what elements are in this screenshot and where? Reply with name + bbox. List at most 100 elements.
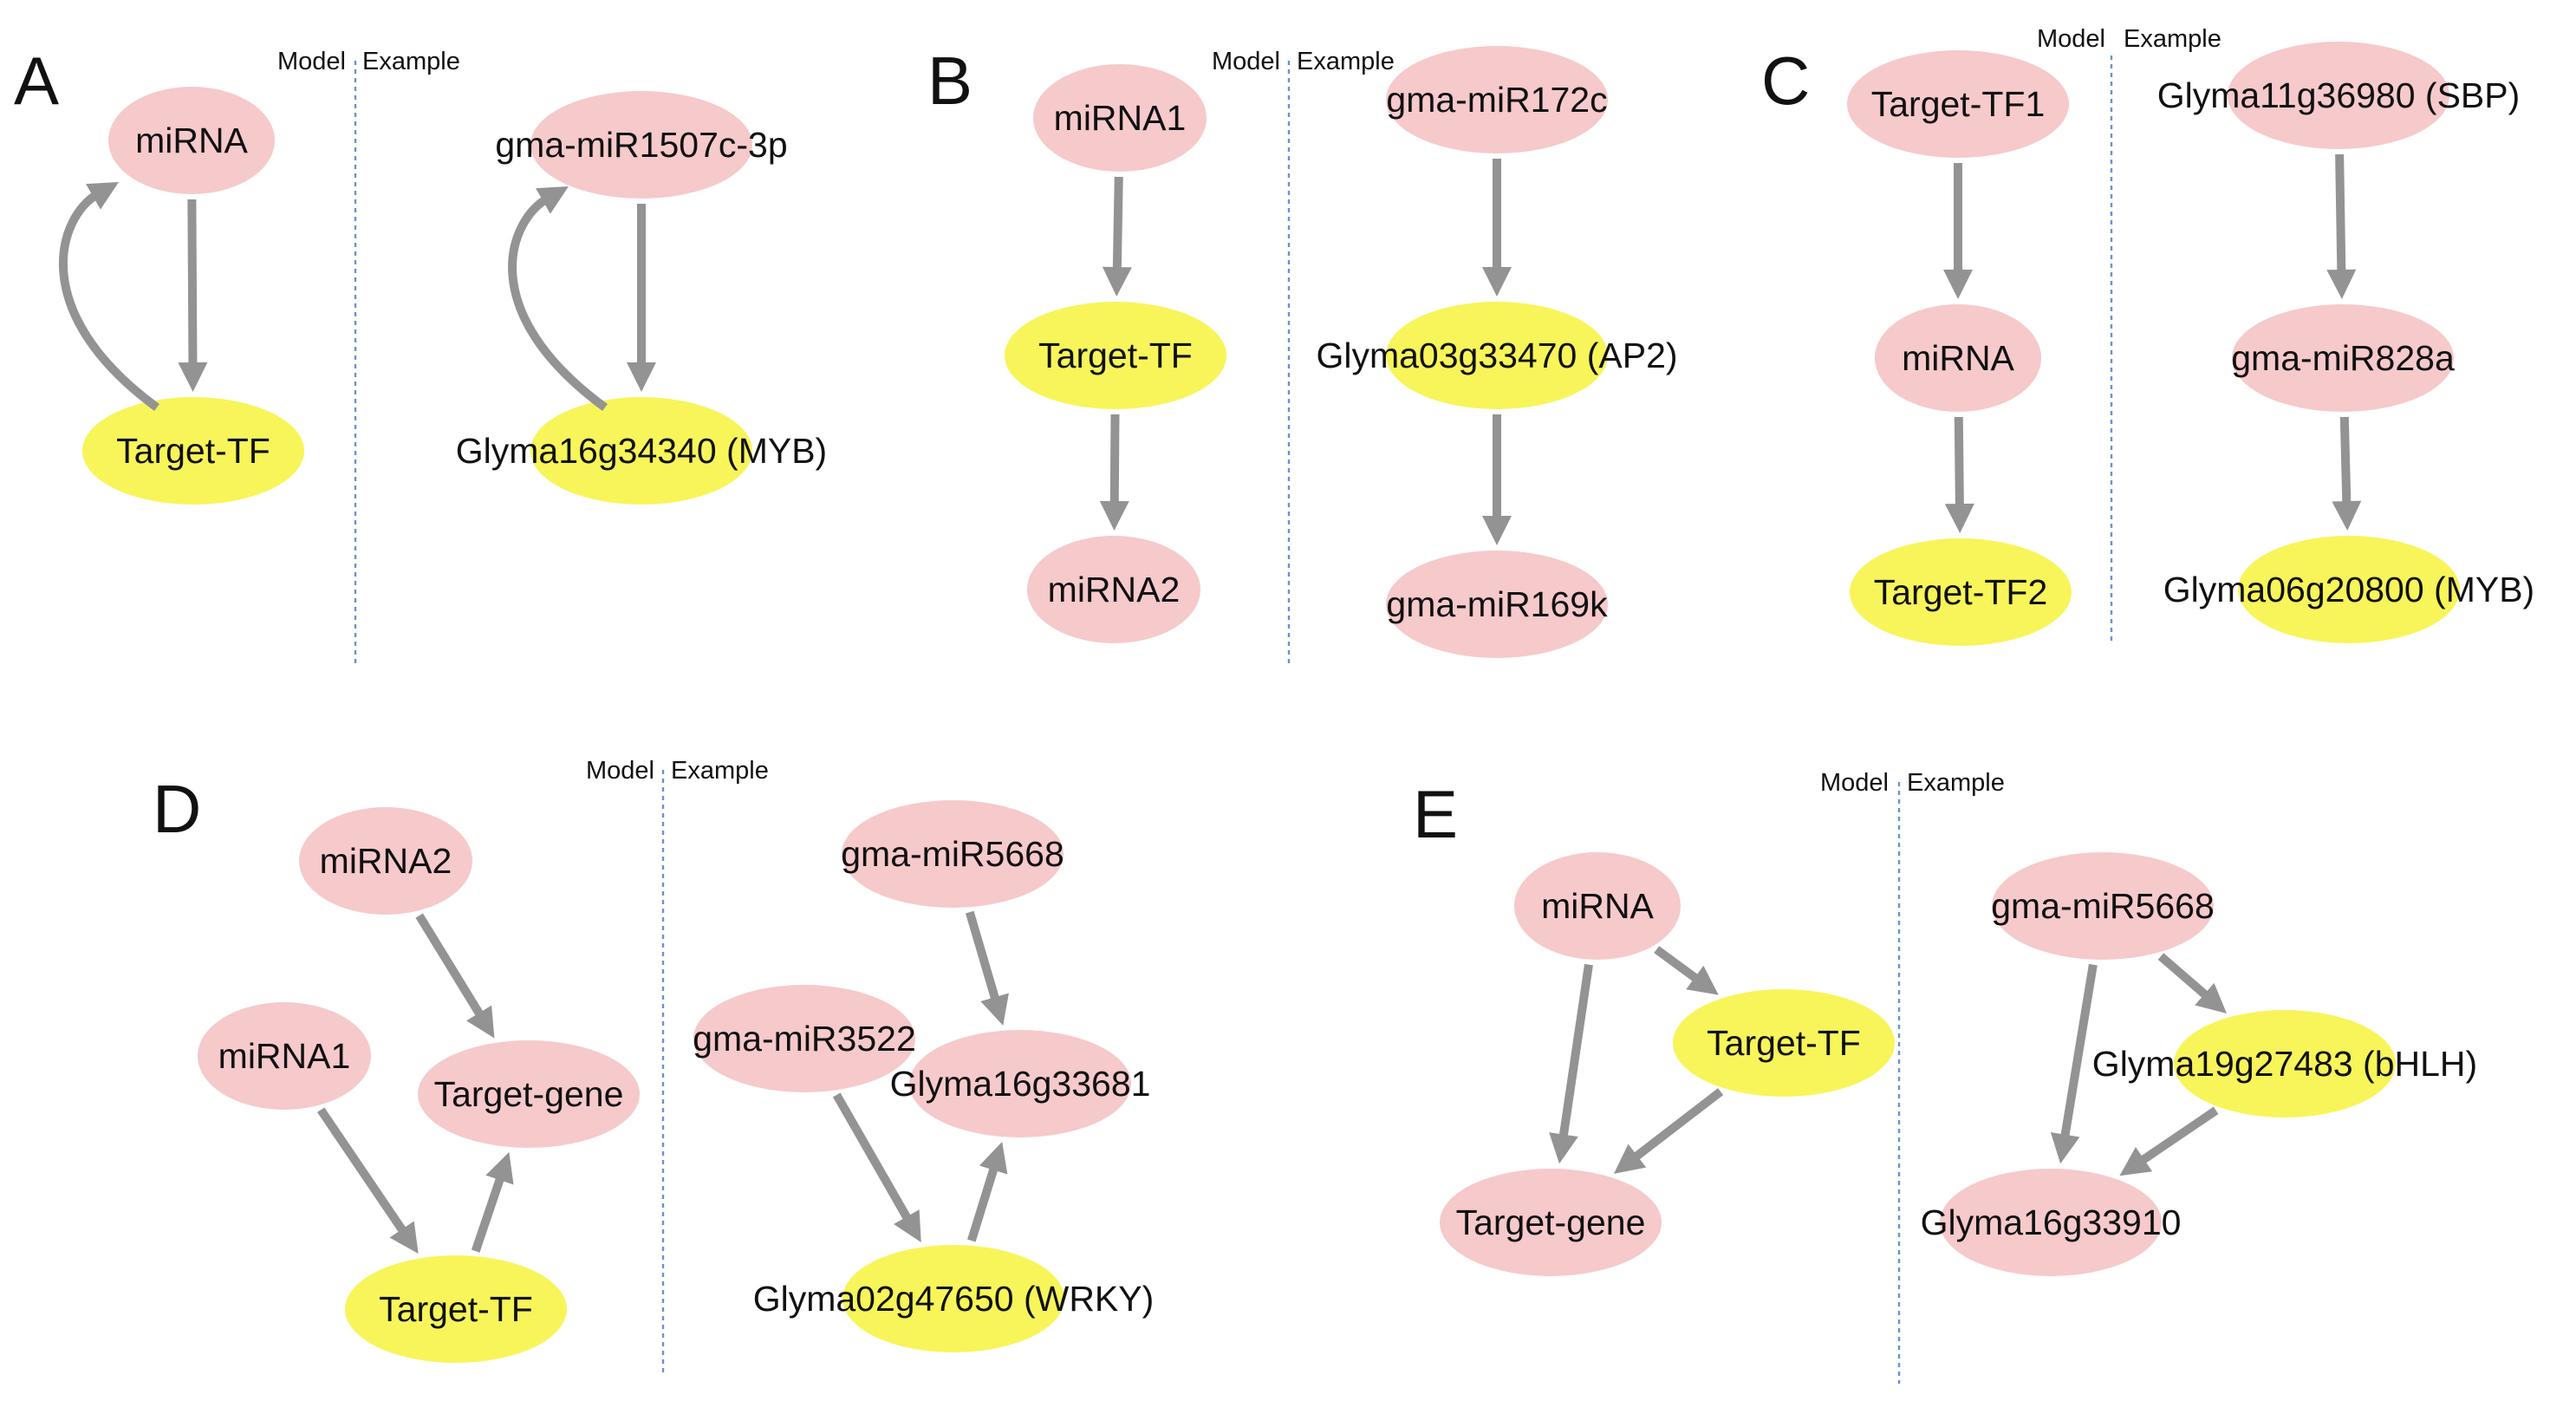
example-graph: gma-miR5668gma-miR3522Glyma16g33681Glyma… (693, 800, 1154, 1352)
example-graph: Glyma11g36980 (SBP)gma-miR828aGlyma06g20… (2157, 42, 2534, 643)
node-label: gma-miR172c (1386, 80, 1607, 120)
model-header: Model (1212, 48, 1280, 75)
model-graph: miRNA Target-TF Target-gene (1440, 852, 1895, 1276)
example-header: Example (1907, 769, 2005, 797)
edge-m1-to-t-arrowhead (894, 1209, 921, 1243)
mirna-node (1847, 50, 2069, 158)
edge-m2-to-g (965, 910, 1001, 1004)
edge-m1-to-t (1112, 176, 1123, 273)
mirna-node (418, 1040, 640, 1148)
edge-t-to-g-arrowhead (979, 1142, 1008, 1175)
tf-node (1850, 538, 2072, 646)
node-label: miRNA (1541, 886, 1654, 926)
node-label: miRNA1 (1054, 98, 1187, 138)
edge-t-to-g-arrowhead (485, 1151, 514, 1185)
edge-m-to-t-arrowhead (1686, 965, 1719, 995)
tf-node (842, 1245, 1064, 1352)
edge-t1-to-m-arrowhead (2326, 269, 2357, 300)
edge-t-to-g-arrowhead (2119, 1147, 2153, 1176)
edge-m-to-t-arrowhead (627, 362, 656, 392)
model-header: Model (277, 48, 346, 75)
edge-m2-to-g-arrowhead (466, 1005, 495, 1039)
example-header: Example (1297, 48, 1395, 75)
edge-t-to-m-arrowhead (86, 182, 119, 210)
edge-t-to-m (59, 190, 159, 412)
edge-m2-to-g (415, 913, 486, 1020)
edge-t-to-m2-arrowhead (1099, 500, 1129, 531)
mirna-node (1992, 852, 2214, 960)
mirna-node (693, 985, 915, 1092)
mirna-node (909, 1030, 1131, 1137)
edge-t1-to-m (2335, 153, 2346, 276)
mirna-node (2232, 304, 2454, 412)
edge-t-to-m2 (1109, 414, 1120, 507)
node-label: Target-TF (116, 431, 270, 471)
edge-m-to-t2-arrowhead (1944, 503, 1974, 534)
mirna-node (1940, 1169, 2162, 1276)
mirna-node (1514, 852, 1681, 960)
node-label: miRNA (135, 121, 248, 160)
node-label: Target-TF2 (1874, 572, 2048, 612)
node-label: gma-miR5668 (1991, 886, 2215, 926)
edge-m-to-t2 (2339, 416, 2352, 507)
node-label: Target-gene (434, 1074, 624, 1114)
tf-node (82, 397, 304, 505)
mirna-node (299, 807, 472, 915)
mirna-node (530, 91, 752, 199)
node-label: gma-miR169k (1386, 584, 1608, 624)
edge-t-to-g (1630, 1088, 1724, 1163)
tf-node (2238, 536, 2460, 643)
mirna-node (842, 800, 1064, 908)
edge-m1-to-t (316, 1107, 409, 1236)
mirna-node (108, 87, 275, 194)
tf-node (2174, 1010, 2396, 1118)
panel-letter: D (153, 771, 201, 847)
tf-node (1005, 302, 1226, 409)
tf-node (1673, 989, 1895, 1097)
edge-m-to-g-arrowhead (1549, 1132, 1578, 1164)
edge-m1-to-t-arrowhead (1102, 266, 1132, 297)
edge-t-to-m2-arrowhead (1482, 516, 1512, 545)
node-label: Target-gene (1456, 1202, 1646, 1242)
example-header: Example (362, 48, 460, 75)
mirna-node (1033, 64, 1207, 172)
node-label: gma-miR3522 (693, 1019, 916, 1059)
mirna-node (1875, 304, 2041, 412)
panel-letter: B (927, 42, 973, 119)
node-label: Glyma03g33470 (AP2) (1316, 336, 1677, 375)
model-header: Model (1820, 769, 1889, 797)
node-label: gma-miR5668 (841, 834, 1064, 874)
edge-m2-to-g-arrowhead (980, 993, 1009, 1026)
edge-t-to-g (967, 1163, 999, 1242)
node-label: miRNA2 (320, 841, 452, 881)
node-label: Glyma16g34340 (MYB) (456, 431, 827, 471)
node-label: miRNA2 (1048, 570, 1181, 609)
node-label: Glyma19g27483 (bHLH) (2092, 1044, 2477, 1084)
edge-m-to-t (1654, 946, 1702, 985)
node-label: Glyma16g33910 (1921, 1202, 2182, 1242)
edge-t-to-g-arrowhead (1613, 1144, 1647, 1174)
node-label: gma-miR828a (2231, 338, 2455, 378)
model-header: Model (2037, 25, 2105, 53)
edge-m1-to-t-arrowhead (1482, 267, 1512, 296)
mirna-node (198, 1002, 371, 1110)
tf-node (530, 397, 752, 505)
edge-t-to-g (2137, 1106, 2219, 1166)
mirna-node (1386, 46, 1608, 153)
node-label: Glyma16g33681 (890, 1064, 1151, 1104)
panel-letter: C (1761, 42, 1810, 119)
node-label: miRNA (1902, 338, 2014, 378)
mirna-node (1440, 1169, 1662, 1276)
node-label: Target-TF (1707, 1023, 1861, 1063)
edge-m-to-t2 (1954, 416, 1964, 510)
